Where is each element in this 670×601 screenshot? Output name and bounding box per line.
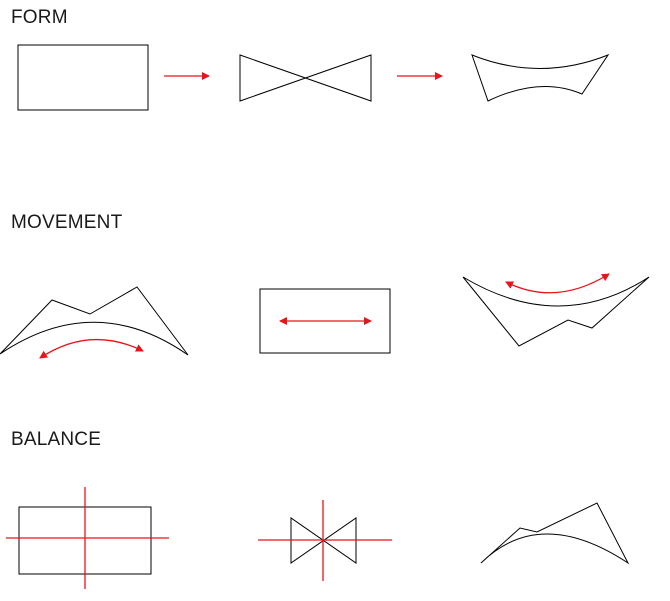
movement-curved-arrow-left <box>39 338 144 359</box>
movement-rectangle <box>259 288 391 354</box>
section-label-movement: MOVEMENT <box>11 212 123 233</box>
form-bowtie <box>239 54 372 102</box>
balance-bowtie <box>290 517 357 564</box>
form-rectangle <box>17 44 149 111</box>
balance-saddle <box>480 502 630 565</box>
section-label-balance: BALANCE <box>11 429 102 450</box>
movement-saddle-right <box>462 276 650 347</box>
form-warped-bowtie <box>471 53 610 102</box>
movement-saddle-left <box>0 286 189 356</box>
section-label-form: FORM <box>11 7 68 28</box>
movement-curved-arrow-right <box>505 273 610 294</box>
